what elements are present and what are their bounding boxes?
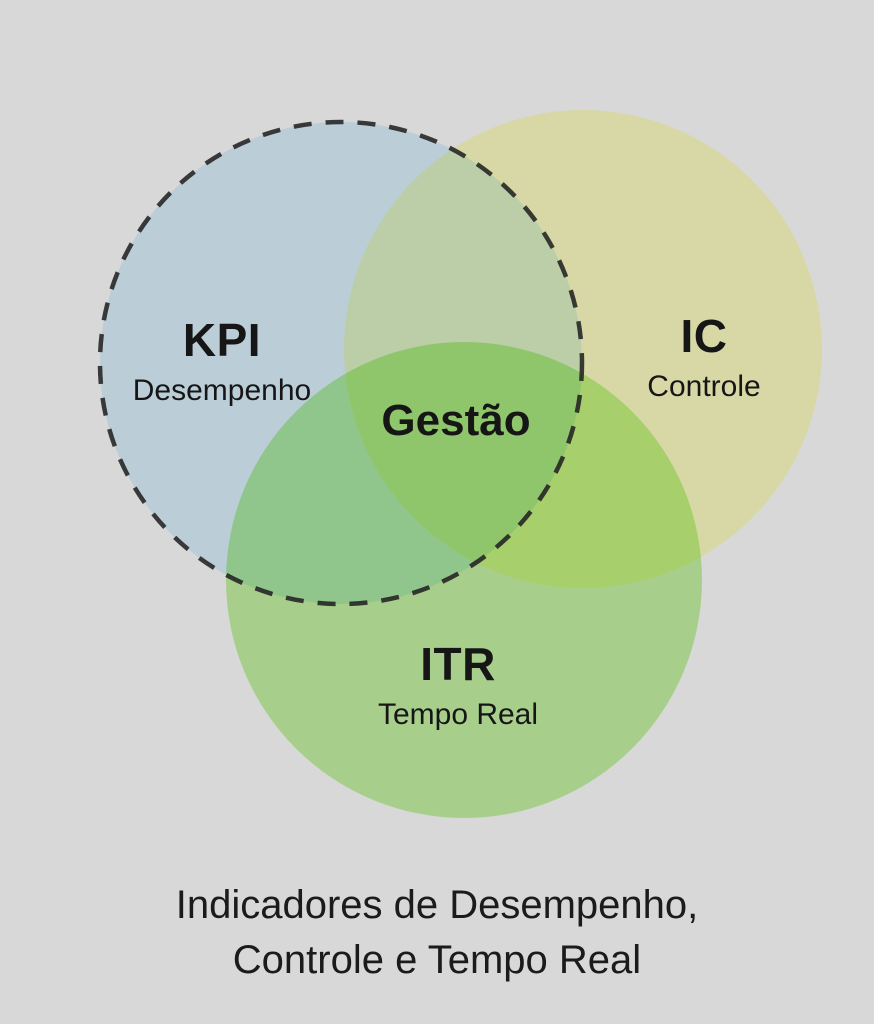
center-label: Gestão bbox=[381, 396, 531, 445]
itr-sublabel: Tempo Real bbox=[377, 697, 539, 731]
kpi-label: KPI bbox=[182, 314, 262, 366]
ic-label: IC bbox=[680, 310, 728, 362]
caption-line-2: Controle e Tempo Real bbox=[232, 938, 642, 983]
ic-label-group: IC Controle bbox=[588, 308, 820, 405]
kpi-sublabel: Desempenho bbox=[132, 373, 312, 407]
kpi-label-group: KPI Desempenho bbox=[88, 312, 356, 409]
itr-label-group: ITR Tempo Real bbox=[328, 636, 588, 733]
ic-sublabel: Controle bbox=[647, 369, 761, 403]
itr-label: ITR bbox=[420, 638, 496, 690]
caption: Indicadores de Desempenho, Controle e Te… bbox=[0, 878, 874, 988]
caption-line-1: Indicadores de Desempenho, bbox=[175, 883, 699, 927]
